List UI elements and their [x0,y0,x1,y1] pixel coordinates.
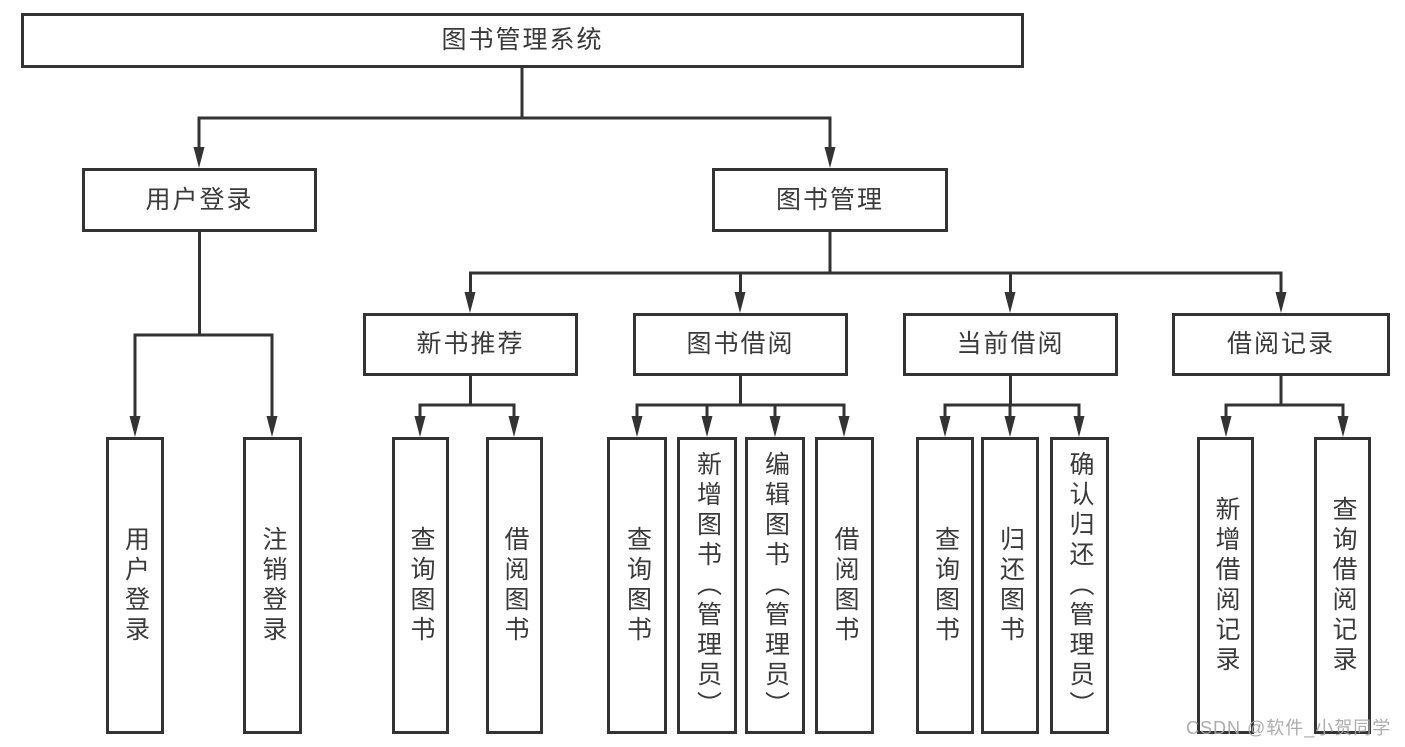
arrowhead [1073,416,1085,437]
leaf-logout: 注销登录 [243,437,302,734]
connector-new-book-to-leaves [418,376,516,420]
node-label: 图书借阅 [686,330,795,358]
node-label: 新书推荐 [416,330,525,358]
connector-book-borrow-to-leaves [635,376,846,420]
arrowhead [266,416,278,437]
leaf-add-borrow-record: 新增借阅记录 [1197,437,1254,734]
arrowhead [1004,416,1016,437]
connector-current-borrow-to-leaves [943,376,1081,420]
leaf-borrow-books: 借阅图书 [815,437,874,734]
leaf-return-book: 归还图书 [981,437,1039,734]
connector-root-to-level2 [197,68,832,150]
node-label: 当前借阅 [956,330,1065,358]
node-new-book-recommendation: 新书推荐 [363,313,578,376]
arrowhead [1004,292,1016,313]
leaf-confirm-return-admin: 确认归还（管理员） [1050,437,1109,734]
arrowhead [1337,416,1349,437]
arrowhead [769,416,781,437]
node-label: 归还图书 [996,525,1025,646]
arrowhead [193,147,205,168]
node-book-management: 图书管理 [712,168,948,232]
node-label: 新增借阅记录 [1212,495,1240,676]
node-label: 查询借阅记录 [1329,495,1357,676]
node-label: 用户登录 [121,525,150,646]
connector-user-login-to-leaves [133,232,274,420]
arrowhead [129,416,141,437]
arrowhead [414,416,426,437]
connector-borrow-records-to-leaves [1224,376,1345,420]
arrowhead [734,292,746,313]
node-label: 借阅图书 [831,525,859,646]
node-borrowing-records: 借阅记录 [1172,313,1390,376]
node-current-borrowing: 当前借阅 [903,313,1118,376]
node-user-login: 用户登录 [82,168,317,232]
leaf-edit-book-admin: 编辑图书（管理员） [745,437,805,734]
csdn-watermark: CSDN @软件_小贺同学 [1186,718,1392,738]
arrowhead [631,416,643,437]
node-label: 新增图书（管理员） [693,450,722,721]
node-label: 查询图书 [931,525,960,646]
node-label: 查询图书 [407,525,435,646]
leaf-add-book-admin: 新增图书（管理员） [677,437,737,734]
node-label: 注销登录 [259,525,287,646]
node-label: 图书管理 [775,185,884,214]
arrowhead [464,292,476,313]
node-label: 确认归还（管理员） [1066,450,1094,721]
leaf-borrow-books-recommend: 借阅图书 [486,437,543,734]
arrowhead [939,416,951,437]
leaf-query-books-recommend: 查询图书 [392,437,449,734]
arrowhead [701,416,713,437]
arrowhead [1220,416,1232,437]
node-label: 借阅图书 [501,525,529,646]
node-label: 编辑图书（管理员） [761,450,790,721]
arrowhead [508,416,520,437]
arrowhead [824,147,836,168]
arrowhead [838,416,850,437]
leaf-user-login: 用户登录 [106,437,164,734]
leaf-query-books-current: 查询图书 [916,437,974,734]
leaf-query-borrow-record: 查询借阅记录 [1314,437,1371,734]
leaf-query-books-borrowing: 查询图书 [607,437,667,734]
node-label: 借阅记录 [1226,330,1335,358]
connector-book-management-to-groups [469,232,1283,295]
node-label: 用户登录 [145,185,254,214]
node-library-management-system: 图书管理系统 [21,13,1024,68]
arrowhead [1275,292,1287,313]
node-label: 查询图书 [623,525,652,646]
node-label: 图书管理系统 [441,26,604,54]
node-book-borrowing: 图书借阅 [633,313,848,376]
